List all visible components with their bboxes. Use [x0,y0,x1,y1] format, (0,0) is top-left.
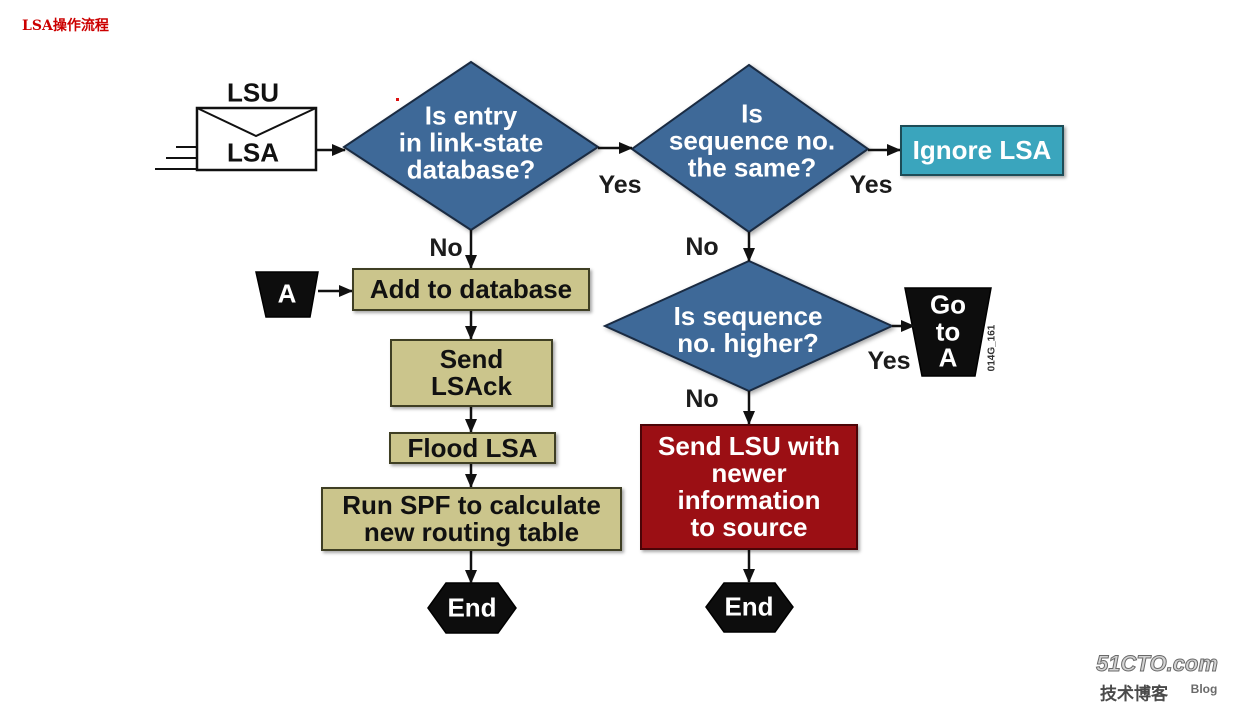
process-run-spf: Run SPF to calculate new routing table [321,487,622,551]
connector-a-text: A [277,278,297,309]
decision-entry-in-database-text: Is entry in link-state database? [398,100,544,185]
process-add-to-database: Add to database [352,268,590,311]
watermark-tagline: 技术博客 [1100,684,1168,704]
branch-label-sequence-higher-no: No [685,385,719,413]
process-ignore-lsa: Ignore LSA [900,125,1064,176]
terminal-end-left-shape [427,582,517,634]
branch-label-sequence-same-yes: Yes [849,171,893,199]
decision-sequence-higher-text: Is sequence no. higher? [673,301,823,358]
terminal-end-right-shape [705,582,794,633]
branch-label-entry-no: No [429,234,463,262]
terminal-end-left-text: End [447,592,497,623]
process-send-lsack: Send LSAck [390,339,553,407]
watermark-brand: 51CTO.com [1096,651,1219,677]
lsu-envelope-icon [155,106,318,172]
figure-code: 014G_161 [986,324,998,372]
connector-a-shape [255,271,319,318]
connector-go-to-a-text: Go to A [929,289,967,373]
terminal-end-right-text: End [724,591,774,622]
stray-red-mark [396,98,399,101]
lsu-label: LSU [227,77,279,108]
branch-label-sequence-same-no: No [685,233,719,261]
process-send-newer-lsu: Send LSU with newer information to sourc… [640,424,858,550]
decision-sequence-same-text: Is sequence no. the same? [668,98,836,183]
lsa-label: LSA [227,137,279,168]
branch-label-entry-yes: Yes [598,171,642,199]
process-flood-lsa: Flood LSA [389,432,556,464]
envelope-flap [196,107,317,138]
watermark-suffix: Blog [1190,682,1218,696]
connector-go-to-a-shape [904,287,992,377]
page-title: LSA操作流程 [22,18,109,34]
branch-label-sequence-higher-yes: Yes [867,347,911,375]
